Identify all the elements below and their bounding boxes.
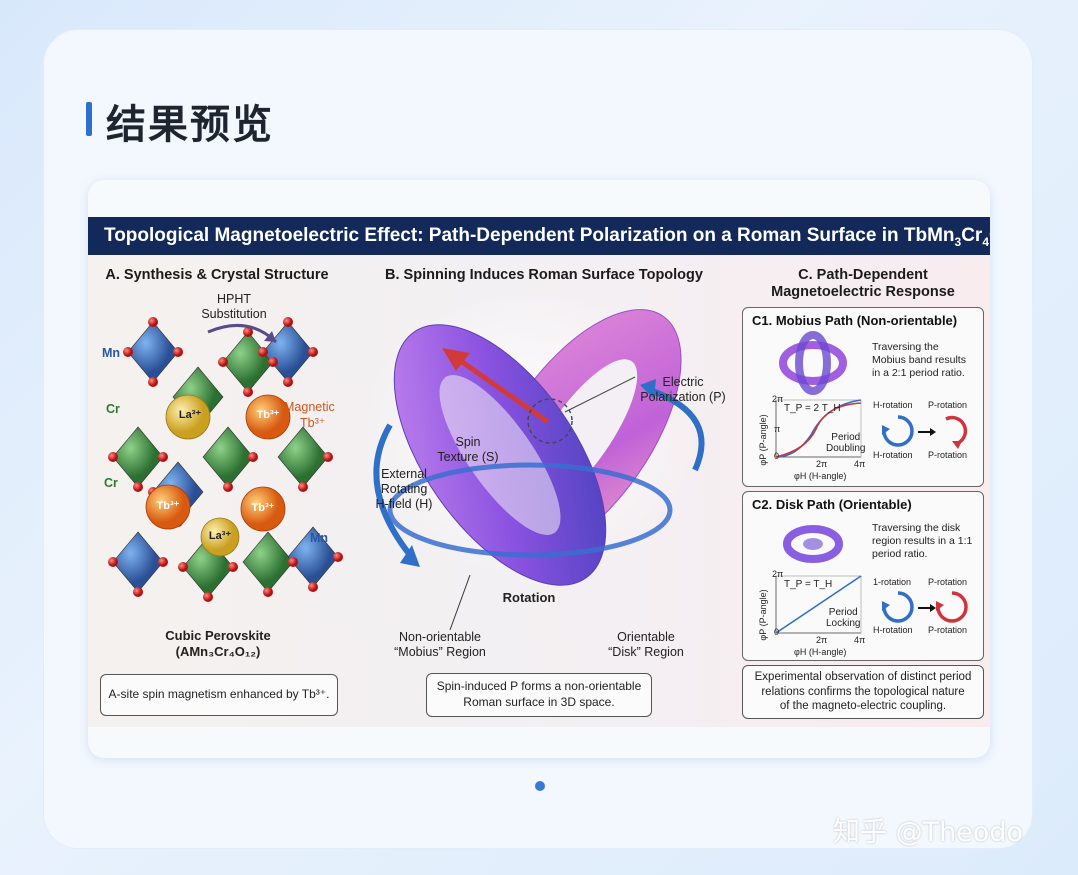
- c1-chart: [775, 399, 862, 458]
- title-accent-bar: [86, 102, 92, 136]
- cr-label-top: Cr: [106, 402, 120, 416]
- banner-sub-2: 4: [982, 234, 990, 249]
- structure-formula: (AMn₃Cr₄O₁₂): [175, 644, 261, 659]
- crystal-structure-graphic: [108, 317, 343, 602]
- c2-ylabel: φP (P-angle): [758, 589, 768, 641]
- structure-name: Cubic Perovskite: [165, 628, 271, 643]
- banner-o: O: [989, 225, 990, 246]
- watermark: 知乎 @Theodo: [833, 817, 1023, 848]
- c2-equation: T_P = T_H: [784, 579, 833, 590]
- disk-ring-icon: [783, 525, 843, 563]
- disk-region-label: Orientable “Disk” Region: [608, 630, 684, 659]
- mn-label-right: Mn: [310, 531, 329, 545]
- c1-left-top: H-rotation: [873, 400, 913, 410]
- cr-label-bottom: Cr: [104, 476, 118, 490]
- c2-rotation-icons: [882, 591, 968, 623]
- section-b-note: Spin-induced P forms a non-orientable Ro…: [426, 673, 652, 717]
- tb-ion-label-2: Tb³⁺: [156, 500, 180, 512]
- poster-image[interactable]: Topological Magnetoelectric Effect: Path…: [88, 217, 990, 727]
- banner-sub-1: 3: [954, 234, 962, 249]
- mobius-region-label: Non-orientable “Mobius” Region: [394, 630, 486, 659]
- page-title: 结果预览: [106, 102, 274, 148]
- c1-equation: T_P = 2 T_H: [784, 403, 841, 414]
- c2-chart: [775, 575, 862, 634]
- c1-ytick-2pi: 2π: [772, 394, 784, 404]
- c1-description: Traversing the Mobius band results in a …: [872, 341, 966, 380]
- c1-right-top: P-rotation: [928, 400, 968, 410]
- c2-xtick-2pi: 2π: [816, 635, 828, 645]
- c1-title: C1. Mobius Path (Non-orientable): [752, 313, 958, 328]
- c2-left-bottom: H-rotation: [873, 625, 913, 635]
- c1-right-bottom: P-rotation: [928, 450, 968, 460]
- c2-right-top: P-rotation: [928, 577, 968, 587]
- c1-ylabel: φP (P-angle): [758, 414, 768, 466]
- external-field-label: External Rotating H-field (H): [375, 467, 433, 511]
- c1-left-bottom: H-rotation: [873, 450, 913, 460]
- rotation-label: Rotation: [502, 590, 556, 605]
- magnetic-tb-label: Tb³⁺: [300, 416, 326, 430]
- tb-ion-label-1: Tb³⁺: [256, 409, 280, 421]
- c2-xlabel: φH (H-angle): [794, 647, 847, 657]
- spin-texture-label: Spin Texture (S): [437, 435, 499, 464]
- c2-mode: Period Locking: [826, 607, 861, 629]
- c1-ytick-0: 0: [774, 451, 780, 461]
- c2-ytick-0: 0: [774, 627, 780, 637]
- poster-banner: Topological Magnetoelectric Effect: Path…: [88, 217, 990, 255]
- c1-mode: Period Doubling: [826, 432, 866, 454]
- la-ion-label-2: La³⁺: [208, 530, 232, 542]
- banner-mid: Cr: [961, 225, 983, 246]
- section-c-note: Experimental observation of distinct per…: [742, 665, 984, 719]
- c2-xtick-4pi: 4π: [854, 635, 866, 645]
- c2-left-top: 1-rotation: [873, 577, 912, 587]
- section-a-title: A. Synthesis & Crystal Structure: [105, 267, 329, 283]
- magnetic-label: Magnetic: [284, 400, 335, 414]
- section-b-title: B. Spinning Induces Roman Surface Topolo…: [385, 267, 703, 283]
- hpht-label: HPHT Substitution: [201, 292, 267, 321]
- c1-ytick-pi: π: [774, 424, 781, 434]
- mn-label-left: Mn: [102, 346, 121, 360]
- c1-xlabel: φH (H-angle): [794, 471, 847, 481]
- tb-ion-label-3: Tb³⁺: [251, 502, 275, 514]
- electric-polarization-label: Electric Polarization (P): [640, 375, 726, 404]
- section-a-note: A-site spin magnetism enhanced by Tb³⁺.: [100, 674, 338, 716]
- c2-title: C2. Disk Path (Orientable): [752, 497, 912, 512]
- la-ion-label-1: La³⁺: [178, 409, 202, 421]
- section-c-title: C. Path-Dependent Magnetoelectric Respon…: [771, 267, 955, 301]
- c1-xtick-2pi: 2π: [816, 459, 828, 469]
- mobius-ring-icon: [779, 331, 847, 395]
- c1-rotation-icons: [882, 415, 968, 449]
- roman-surface-graphic: [360, 295, 705, 631]
- banner-text: Topological Magnetoelectric Effect: Path…: [104, 225, 955, 246]
- c2-description: Traversing the disk region results in a …: [872, 522, 973, 561]
- pagination-dot[interactable]: [535, 781, 545, 791]
- c1-xtick-4pi: 4π: [854, 459, 866, 469]
- c2-ytick-2pi: 2π: [772, 569, 784, 579]
- c2-right-bottom: P-rotation: [928, 625, 968, 635]
